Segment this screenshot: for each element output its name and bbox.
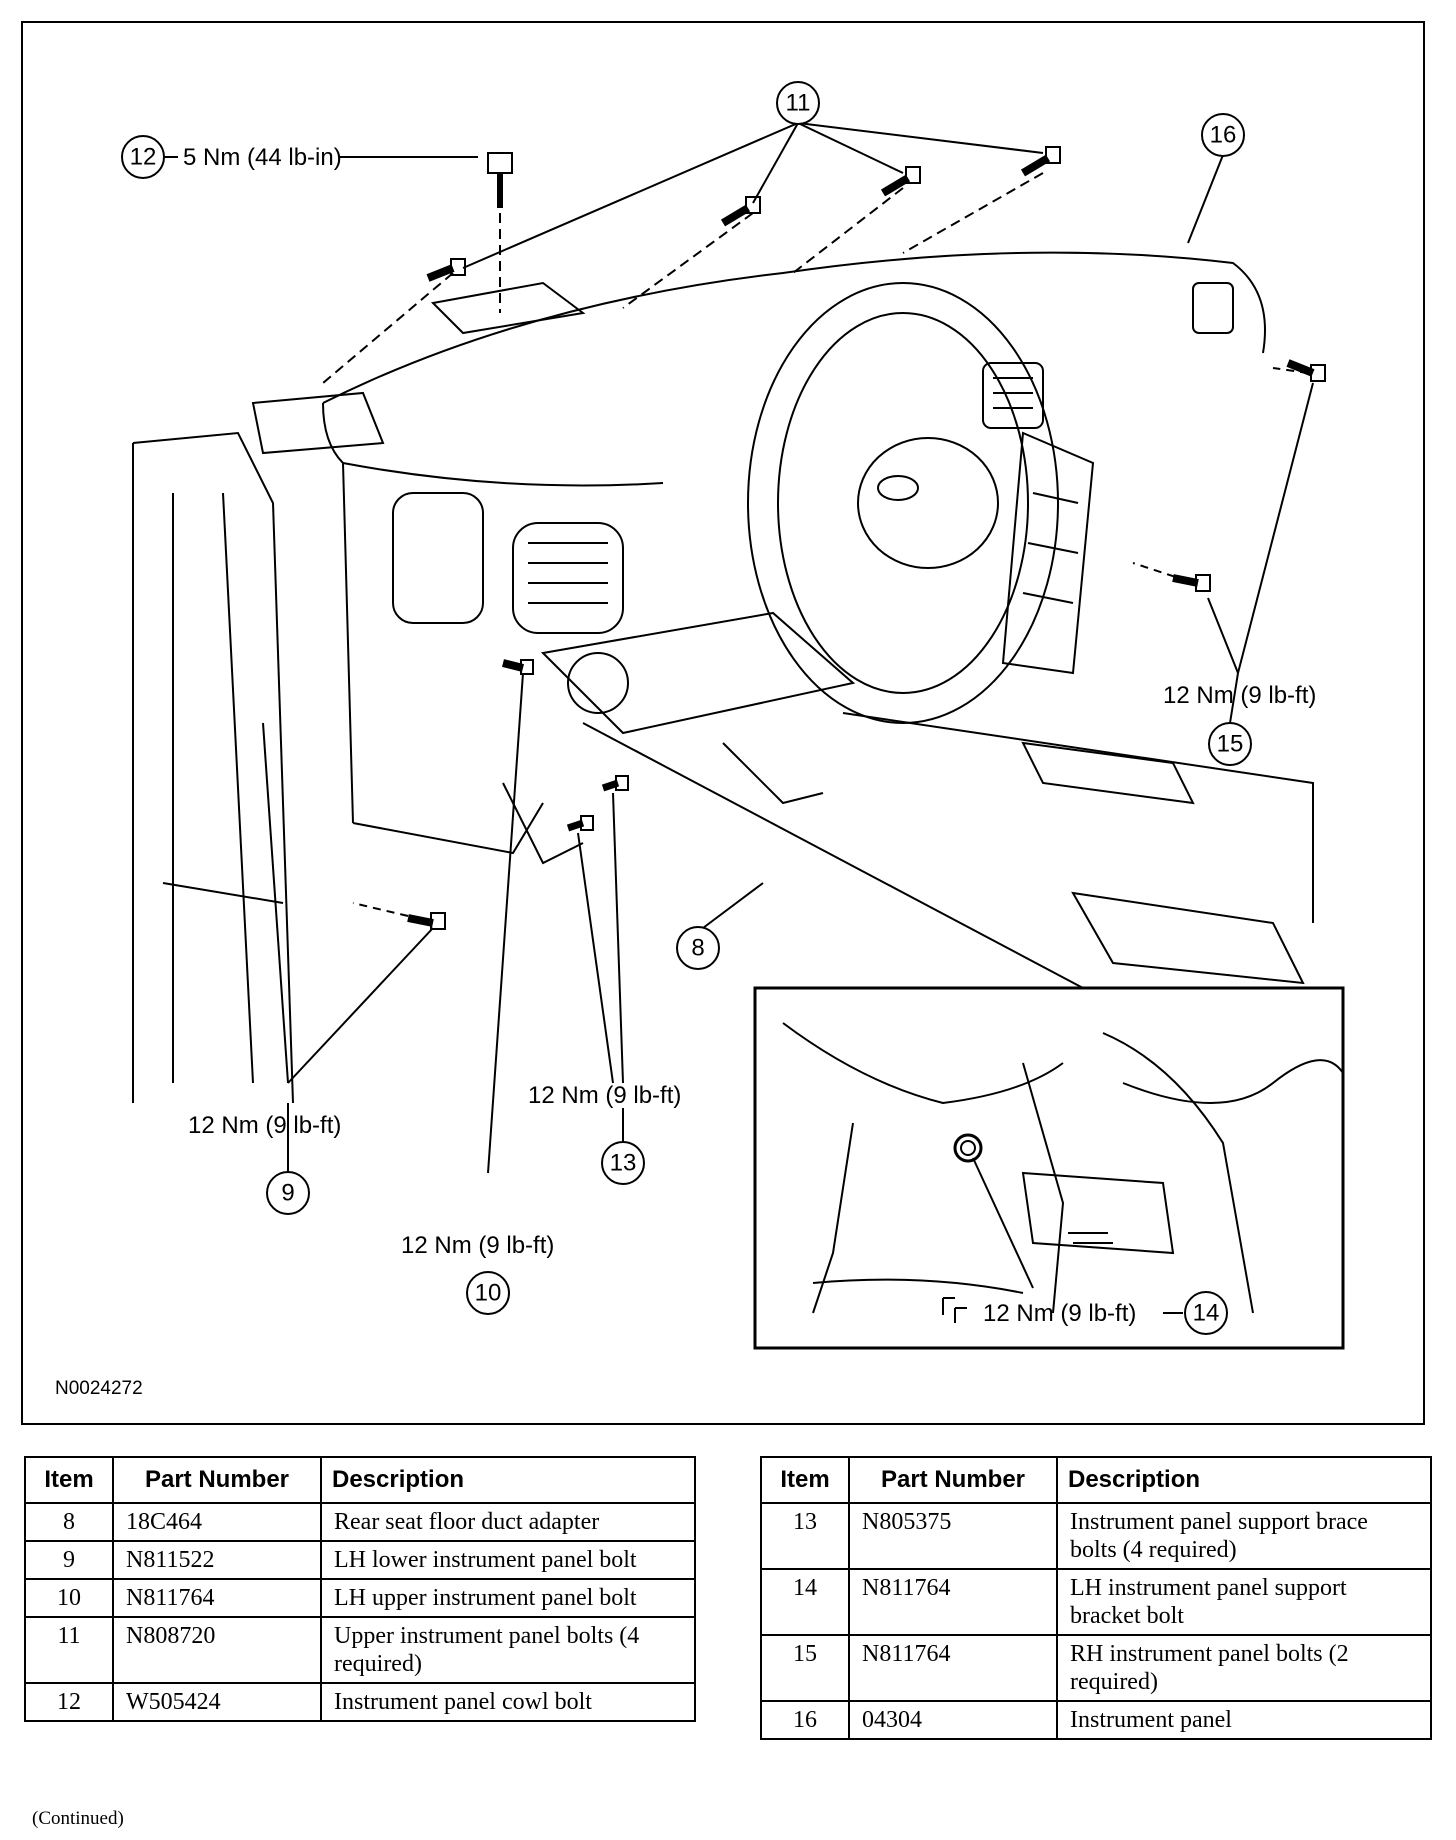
bolt-11-a: [426, 258, 466, 282]
bolt-15-lower: [1172, 574, 1211, 592]
description-cell: Rear seat floor duct adapter: [320, 1502, 696, 1542]
callout-15-circle: [1208, 722, 1252, 766]
item-cell: 13: [760, 1502, 850, 1570]
callout-16-circle: [1201, 113, 1245, 157]
callout-14-circle: [1184, 1291, 1228, 1335]
lh-pillar: [132, 431, 294, 1104]
part-number-cell: 04304: [848, 1700, 1058, 1740]
callout-11-circle: [776, 81, 820, 125]
instrument-panel-illustration: 11 12 16 15 8 9 13 10 14 5 Nm (44 lb-in)…: [121, 81, 1345, 1350]
headlamp-switch: [567, 652, 629, 714]
bolt-11-d: [1020, 146, 1061, 177]
callout-12-number: 12: [130, 144, 157, 171]
header-part-number: Part Number: [848, 1456, 1058, 1504]
description-cell: LH instrument panel support bracket bolt: [1056, 1568, 1432, 1636]
item-cell: 14: [760, 1568, 850, 1636]
table-row: 10 N811764 LH upper instrument panel bol…: [24, 1578, 696, 1618]
bolt-14: [953, 1133, 983, 1163]
description-cell: Instrument panel support brace bolts (4 …: [1056, 1502, 1432, 1570]
part-number-cell: 18C464: [112, 1502, 322, 1542]
bolt-9: [407, 912, 446, 930]
item-cell: 15: [760, 1634, 850, 1702]
table-row: 15 N811764 RH instrument panel bolts (2 …: [760, 1634, 1432, 1702]
description-cell: Upper instrument panel bolts (4 required…: [320, 1616, 696, 1684]
item-cell: 9: [24, 1540, 114, 1580]
inset-view: [753, 986, 1345, 1350]
part-number-cell: N805375: [848, 1502, 1058, 1570]
table-row: 16 04304 Instrument panel: [760, 1700, 1432, 1740]
torque-9: 12 Nm (9 lb-ft): [188, 1112, 341, 1139]
bolt-15-upper: [1286, 359, 1326, 382]
bolt-13-b: [566, 815, 594, 832]
item-cell: 12: [24, 1682, 114, 1722]
item-cell: 10: [24, 1578, 114, 1618]
center-vent: [512, 522, 624, 634]
continued-note: (Continued): [32, 1808, 124, 1829]
figure-id: N0024272: [55, 1378, 143, 1399]
description-cell: LH lower instrument panel bolt: [320, 1540, 696, 1580]
table-row: 14 N811764 LH instrument panel support b…: [760, 1568, 1432, 1636]
bolt-11-c: [880, 166, 921, 197]
callout-10-circle: [466, 1271, 510, 1315]
callout-13-number: 13: [610, 1150, 637, 1177]
torque-14: 12 Nm (9 lb-ft): [983, 1300, 1136, 1327]
header-description: Description: [320, 1456, 696, 1504]
torque-13: 12 Nm (9 lb-ft): [528, 1082, 681, 1109]
callout-16-number: 16: [1210, 122, 1237, 149]
description-cell: Instrument panel: [1056, 1700, 1432, 1740]
description-cell: LH upper instrument panel bolt: [320, 1578, 696, 1618]
parts-table-right: Item Part Number Description 13 N805375 …: [760, 1456, 1432, 1740]
instrument-panel-top: [322, 251, 1266, 404]
callout-8-number: 8: [691, 935, 704, 962]
header-part-number: Part Number: [112, 1456, 322, 1504]
rh-vent-1: [982, 362, 1044, 429]
callout-10-number: 10: [475, 1280, 502, 1307]
rh-vent-2: [1192, 282, 1234, 334]
callout-9-number: 9: [281, 1180, 294, 1207]
torque-10: 12 Nm (9 lb-ft): [401, 1232, 554, 1259]
lh-vent: [392, 492, 484, 624]
description-cell: RH instrument panel bolts (2 required): [1056, 1634, 1432, 1702]
table-row: 8 18C464 Rear seat floor duct adapter: [24, 1502, 696, 1542]
callout-15-number: 15: [1217, 731, 1244, 758]
callout-11-number: 11: [786, 90, 811, 117]
bolt-10: [502, 659, 534, 675]
steering-hub: [857, 437, 999, 569]
item-cell: 16: [760, 1700, 850, 1740]
radio-stack: [1001, 431, 1095, 675]
steering-wheel: [747, 282, 1059, 724]
part-number-cell: N811764: [848, 1568, 1058, 1636]
torque-15: 12 Nm (9 lb-ft): [1163, 682, 1316, 709]
table-row: 11 N808720 Upper instrument panel bolts …: [24, 1616, 696, 1684]
callout-8-circle: [676, 926, 720, 970]
header-description: Description: [1056, 1456, 1432, 1504]
part-number-cell: N811522: [112, 1540, 322, 1580]
callout-13-circle: [601, 1141, 645, 1185]
bolt-13-a: [601, 775, 629, 792]
table-row: 12 W505424 Instrument panel cowl bolt: [24, 1682, 696, 1722]
item-cell: 8: [24, 1502, 114, 1542]
part-number-cell: W505424: [112, 1682, 322, 1722]
diagram-figure: 11 12 16 15 8 9 13 10 14 5 Nm (44 lb-in)…: [21, 21, 1425, 1425]
part-number-cell: N808720: [112, 1616, 322, 1684]
parts-table-left: Item Part Number Description 8 18C464 Re…: [24, 1456, 696, 1722]
description-cell: Instrument panel cowl bolt: [320, 1682, 696, 1722]
header-item: Item: [24, 1456, 114, 1504]
header-item: Item: [760, 1456, 850, 1504]
part-number-cell: N811764: [112, 1578, 322, 1618]
item-cell: 11: [24, 1616, 114, 1684]
callout-9-circle: [266, 1171, 310, 1215]
table-row: 13 N805375 Instrument panel support brac…: [760, 1502, 1432, 1570]
part-number-cell: N811764: [848, 1634, 1058, 1702]
bolt-12: [487, 152, 513, 208]
table-row: 9 N811522 LH lower instrument panel bolt: [24, 1540, 696, 1580]
torque-12: 5 Nm (44 lb-in): [183, 144, 342, 171]
callout-14-number: 14: [1193, 1300, 1220, 1327]
